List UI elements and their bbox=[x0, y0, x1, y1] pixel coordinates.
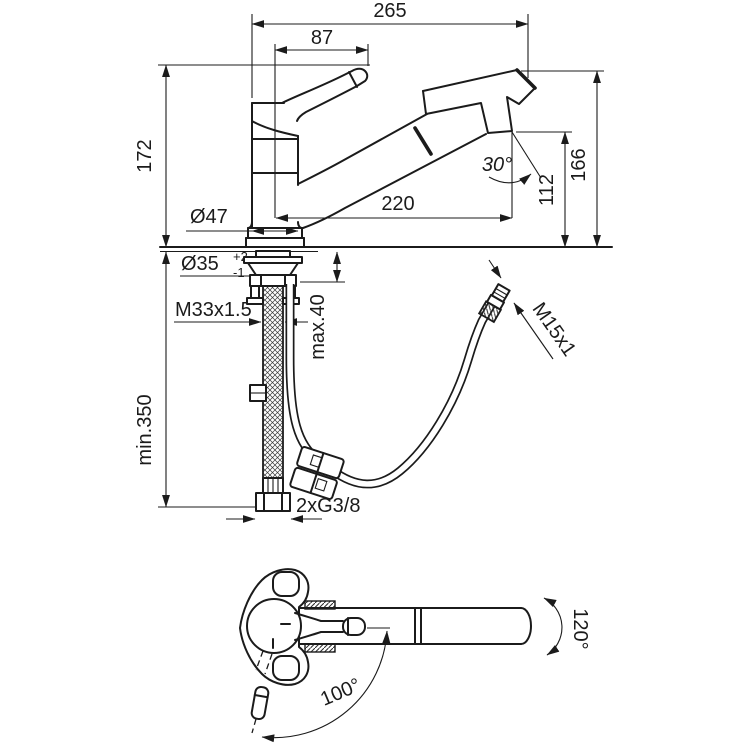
dim-172-label: 172 bbox=[134, 139, 156, 172]
g38-nut bbox=[255, 492, 291, 512]
spout-plan bbox=[298, 607, 532, 645]
dim-height-above-deck: 172 bbox=[134, 64, 370, 248]
dim-spout-reach: 220 bbox=[275, 132, 513, 222]
dim-g38-label: 2xG3/8 bbox=[296, 495, 360, 517]
side-view: 265 87 172 min.350 Ø47 bbox=[134, 0, 613, 523]
dim-m33-label: M33x1.5 bbox=[175, 299, 252, 321]
lever-tip-plan bbox=[342, 617, 366, 636]
mounting-tab-bottom bbox=[304, 643, 336, 653]
dim-overall-length: 265 bbox=[251, 0, 529, 98]
dim-166-label: 166 bbox=[568, 148, 590, 181]
pull-out-spray-head bbox=[422, 68, 537, 134]
dim-100deg-label: 100° bbox=[317, 674, 364, 710]
spray-hose bbox=[285, 283, 511, 500]
dim-min350-label: min.350 bbox=[134, 394, 156, 465]
dim-max-deck-thickness: max.40 bbox=[300, 251, 345, 360]
dim-o35-label: Ø35 bbox=[181, 253, 219, 275]
dim-max40-label: max.40 bbox=[307, 294, 329, 360]
dim-spout-height: 166 bbox=[521, 70, 604, 248]
dim-265-label: 265 bbox=[373, 0, 406, 22]
dim-220-label: 220 bbox=[381, 193, 414, 215]
dim-112-label: 112 bbox=[536, 174, 558, 206]
dim-min-clearance: min.350 bbox=[134, 251, 258, 508]
dim-shank-thread: M33x1.5 bbox=[174, 299, 308, 326]
dim-outlet-angle: 30° bbox=[482, 131, 542, 185]
dim-120deg-label: 120° bbox=[569, 608, 591, 649]
dim-spray-hose-thread: M15x1 bbox=[488, 259, 580, 361]
dim-30deg-label: 30° bbox=[482, 154, 512, 176]
dim-spout-swivel: 120° bbox=[543, 597, 591, 656]
dim-lever-reach: 87 bbox=[274, 27, 369, 218]
dim-o47-label: Ø47 bbox=[190, 206, 228, 228]
dim-body-diameter: Ø47 bbox=[186, 206, 299, 235]
mixer-lever bbox=[281, 67, 369, 122]
dim-m15-label: M15x1 bbox=[528, 299, 580, 361]
hose-connector bbox=[477, 283, 511, 324]
dim-supply-connections: 2xG3/8 bbox=[226, 495, 360, 523]
fixing-hole-top bbox=[272, 571, 300, 597]
hose-weight bbox=[289, 446, 345, 500]
countertop-line bbox=[159, 246, 613, 253]
top-view: 120° 100° bbox=[239, 568, 591, 743]
dim-87-label: 87 bbox=[311, 27, 333, 49]
dim-outlet-height: 112 bbox=[516, 131, 572, 248]
supply-hose bbox=[249, 285, 291, 512]
dim-o35-tol-minus: -1 bbox=[233, 265, 245, 280]
